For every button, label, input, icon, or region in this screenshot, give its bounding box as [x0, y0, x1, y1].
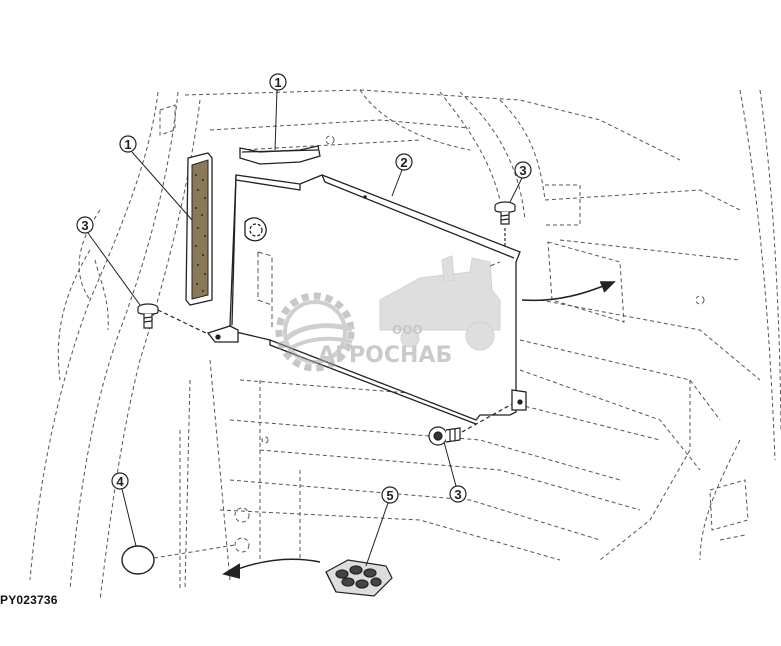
callout-3-bottom: 3 — [449, 485, 467, 503]
watermark-small-text: ООО — [392, 323, 423, 337]
screw-upper-right — [494, 201, 516, 248]
callout-3-left: 3 — [76, 216, 94, 234]
callout-4: 4 — [111, 472, 129, 490]
callout-3-right: 3 — [514, 161, 532, 179]
callout-1-left-label: 1 — [124, 137, 131, 152]
cover-panel — [206, 174, 527, 425]
callout-1-left: 1 — [119, 135, 137, 153]
callout-1-top: 1 — [269, 73, 287, 91]
watermark-logo: ООО АГРОСНАБ — [275, 255, 501, 372]
upper-seal-strip — [239, 145, 321, 165]
screw-left — [137, 303, 211, 336]
arrow-right-removal — [521, 281, 616, 302]
callout-1-top-label: 1 — [274, 75, 281, 90]
callout-2: 2 — [395, 153, 413, 171]
cab-frame-dashed — [29, 89, 781, 601]
screw-bottom — [428, 403, 513, 446]
plug-oval — [121, 544, 236, 575]
callout-5-label: 5 — [386, 488, 393, 503]
callout-4-label: 4 — [116, 474, 124, 489]
cover-panel-hidden-lines — [257, 251, 501, 328]
vertical-foam-seal — [185, 152, 213, 306]
callout-5: 5 — [381, 486, 399, 504]
watermark-harvester-icon — [379, 255, 501, 351]
panel-hole — [363, 195, 367, 199]
figure-id: PY023736 — [0, 593, 58, 607]
grommet-block — [325, 559, 393, 597]
callout-3-left-label: 3 — [81, 218, 88, 233]
callout-3-bottom-label: 3 — [454, 487, 461, 502]
callout-2-label: 2 — [400, 155, 407, 170]
arrow-left-removal — [222, 558, 321, 579]
callout-leaders — [87, 89, 523, 567]
callout-3-right-label: 3 — [519, 163, 526, 178]
watermark-brand-text: АГРОСНАБ — [318, 343, 452, 368]
